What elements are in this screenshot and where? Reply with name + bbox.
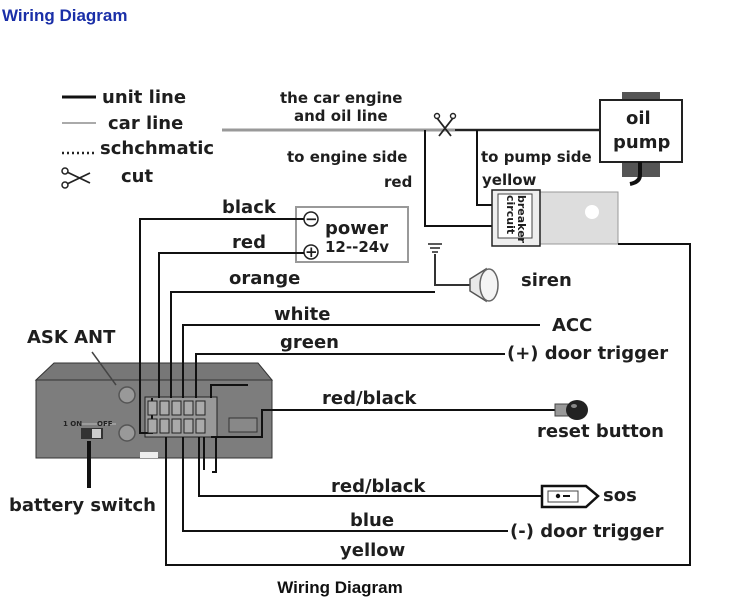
power-block: − + power 12--24v bbox=[295, 206, 409, 263]
power-voltage-label: 12--24v bbox=[325, 238, 389, 256]
unit-top-face bbox=[34, 362, 274, 381]
oil-pump-label-1: oil bbox=[626, 108, 651, 129]
engine-oil-line: the car engine and oil line to engine si… bbox=[222, 89, 620, 191]
circuit-breaker-label-panel bbox=[497, 193, 533, 239]
wire-short-1 bbox=[210, 384, 248, 398]
wire-short-2 bbox=[212, 437, 217, 473]
wire-orange bbox=[170, 291, 435, 398]
ask-ant-label: ASK ANT bbox=[27, 327, 116, 348]
wire-blue-label: blue bbox=[350, 510, 394, 531]
connector-pin bbox=[195, 400, 206, 416]
power-plus-sign: + bbox=[305, 243, 318, 261]
connector-pin bbox=[171, 418, 182, 434]
engine-red-wire-label: red bbox=[384, 173, 412, 191]
wire-red-black-reset bbox=[211, 409, 555, 438]
pump-side-label: to pump side bbox=[481, 148, 592, 166]
legend-cut-label: cut bbox=[121, 166, 153, 187]
reset-button-highlight bbox=[571, 404, 577, 408]
scissors-icon bbox=[433, 112, 457, 137]
power-label: power bbox=[325, 218, 388, 239]
connector-pin bbox=[159, 418, 170, 434]
battery-switch-knob[interactable] bbox=[92, 429, 101, 438]
wire-blue bbox=[182, 437, 508, 532]
breaker-wires bbox=[424, 130, 495, 227]
switch-on-label: 1 ON bbox=[63, 420, 82, 428]
reset-button-label: reset button bbox=[537, 421, 664, 442]
ask-ant-pointer bbox=[91, 351, 117, 386]
connector-pin bbox=[183, 418, 194, 434]
power-minus-sign: − bbox=[305, 210, 318, 228]
circuit-breaker-label-2: breaker bbox=[515, 195, 528, 244]
connector-pin bbox=[183, 400, 194, 416]
reset-button-cap bbox=[566, 400, 588, 420]
siren: siren bbox=[428, 243, 572, 303]
wire-red-label: red bbox=[232, 232, 266, 253]
legend-car-line-label: car line bbox=[108, 113, 183, 134]
wire-red-black-label-2: red/black bbox=[331, 476, 426, 497]
circuit-breaker-hole bbox=[585, 205, 599, 219]
wire-green bbox=[195, 353, 505, 398]
page-title: Wiring Diagram bbox=[2, 6, 128, 25]
battery-switch-label: battery switch bbox=[9, 495, 156, 516]
sos-label: sos bbox=[603, 485, 637, 506]
engine-line-label-1: the car engine bbox=[280, 89, 402, 107]
legend: unit line car line schchmatic cut bbox=[61, 87, 214, 189]
sos-button[interactable] bbox=[540, 484, 600, 509]
targets: ACC (+) door trigger reset button sos (-… bbox=[507, 315, 668, 542]
wire-white bbox=[182, 324, 540, 398]
connector-pin bbox=[195, 418, 206, 434]
reset-button[interactable] bbox=[554, 400, 588, 420]
circuit-breaker: circuit breaker bbox=[491, 189, 619, 247]
switch-off-label: OFF bbox=[97, 420, 113, 428]
circuit-breaker-label-1: circuit bbox=[504, 195, 517, 234]
wire-white-label: white bbox=[274, 304, 330, 325]
wire-red bbox=[158, 252, 304, 398]
oil-pump-cable bbox=[629, 162, 642, 186]
oil-pump: oil pump bbox=[599, 92, 683, 186]
door-trigger-negative-label: (-) door trigger bbox=[510, 521, 664, 542]
connector-pin bbox=[171, 400, 182, 416]
yellow-wire-to-breaker bbox=[476, 130, 495, 206]
unit-label-plate bbox=[140, 452, 158, 458]
siren-wire bbox=[434, 254, 472, 286]
connector-pin bbox=[147, 400, 158, 416]
wire-green-label: green bbox=[280, 332, 339, 353]
siren-label: siren bbox=[521, 270, 572, 291]
wire-orange-label: orange bbox=[229, 268, 300, 289]
door-trigger-positive-label: (+) door trigger bbox=[507, 343, 668, 364]
wire-yellow bbox=[165, 243, 691, 566]
connector-pin bbox=[147, 418, 158, 434]
ask-ant-socket bbox=[118, 386, 136, 404]
oil-pump-label-2: pump bbox=[613, 132, 670, 153]
scissors-icon bbox=[61, 167, 91, 189]
wire-red-black-label-1: red/black bbox=[322, 388, 417, 409]
diagram-caption: Wiring Diagram bbox=[277, 578, 403, 597]
acc-label: ACC bbox=[552, 315, 592, 336]
engine-yellow-wire-label: yellow bbox=[482, 171, 537, 189]
wire-black-label: black bbox=[222, 197, 277, 218]
wire-labels: black red orange white green red/black r… bbox=[222, 197, 426, 561]
engine-side-label: to engine side bbox=[287, 148, 407, 166]
connector-side-port bbox=[228, 417, 258, 433]
connector-pin bbox=[159, 400, 170, 416]
wire-yellow-label: yellow bbox=[340, 540, 405, 561]
legend-unit-line-label: unit line bbox=[102, 87, 186, 108]
unit-wires bbox=[139, 218, 691, 566]
connector-pins bbox=[147, 400, 206, 434]
wire-red-black-sos bbox=[198, 437, 542, 497]
legend-schematic-label: schchmatic bbox=[100, 138, 214, 159]
red-wire-to-breaker bbox=[424, 130, 495, 227]
siren-bell bbox=[479, 268, 499, 302]
circuit-breaker-relay bbox=[539, 191, 619, 245]
engine-line-label-2: and oil line bbox=[294, 107, 388, 125]
unit-socket bbox=[118, 424, 136, 442]
sos-button-dot bbox=[555, 493, 561, 499]
